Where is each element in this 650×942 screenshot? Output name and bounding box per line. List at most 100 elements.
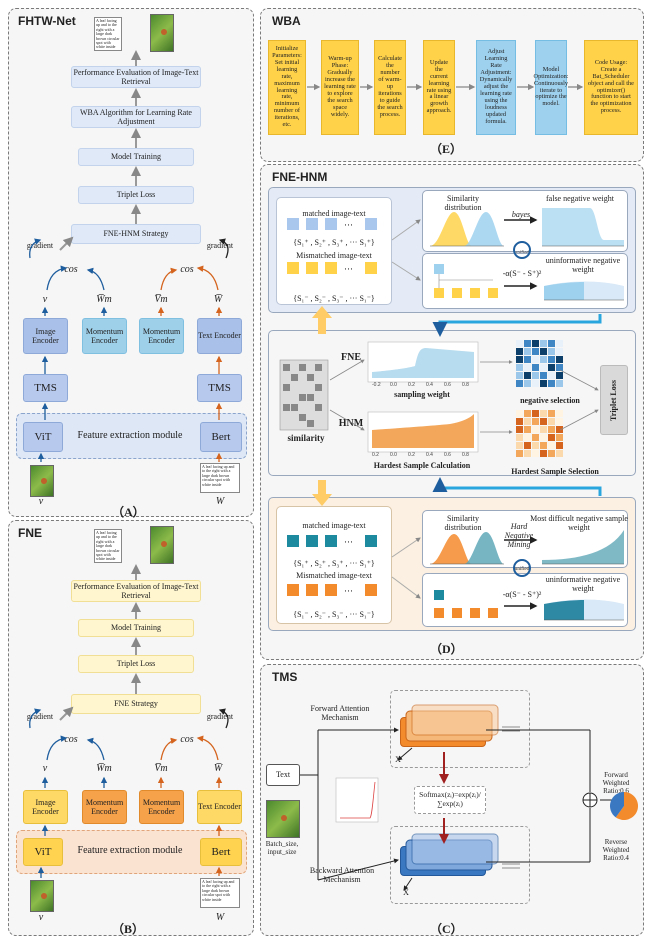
panel-a-tms-right: TMS	[197, 374, 242, 402]
panel-a-cos-left: cos	[64, 264, 78, 275]
wba-step-4: Update the current learning rate using a…	[423, 40, 455, 135]
bot-s-row-neg: {S₁⁻ , S₂⁻ , S₃⁻ , ··· S₁⁻}	[293, 610, 375, 619]
top-sigma: -α(S⁻ - S⁺)²	[502, 269, 542, 278]
panel-a-feature-label: Feature extraction module	[77, 430, 183, 441]
panel-b-step-triplet: Triplet Loss	[78, 655, 194, 673]
mid-sampling-weight: sampling weight	[394, 390, 450, 399]
tms-forward-area	[390, 690, 530, 768]
panel-b-gradient-left: gradient	[26, 712, 54, 721]
wba-step-3: Calculate the number of warm-up iteratio…	[374, 40, 406, 135]
top-bayes: bayes	[511, 210, 531, 219]
panel-a-tms-left: TMS	[23, 374, 68, 402]
panel-b-bert: Bert	[200, 838, 242, 866]
panel-b-vit: ViT	[23, 838, 63, 866]
panel-a-title: FHTW-Net	[18, 14, 76, 28]
panel-a-gradient-right: gradient	[206, 241, 234, 250]
tms-x-top: X	[395, 755, 401, 764]
panel-b-input-image	[30, 880, 54, 912]
wba-step-6: Model Optimization: Continuously iterate…	[534, 40, 569, 135]
panel-b-cos-right: cos	[180, 734, 194, 745]
panel-b-image-encoder: Image Encoder	[23, 790, 68, 824]
tms-forward-weights: forward_attention _weights	[400, 717, 486, 747]
panel-b-momentum-encoder-2: Momentum Encoder	[139, 790, 184, 824]
panel-a-input-w: W	[215, 496, 225, 507]
panel-a-vm: V̅m	[154, 294, 168, 305]
panel-b-w: W̅	[213, 763, 223, 774]
panel-a-step-eval: Performance Evaluation of Image-Text Ret…	[71, 66, 201, 88]
bot-sigma: -α(S⁻ - S⁺)²	[502, 590, 542, 599]
tms-backward-weights: forward_attention _weights	[400, 846, 486, 876]
bot-uninformative-label: uninformative negative weight	[545, 575, 621, 593]
panel-b-vm: V̅m	[154, 763, 168, 774]
tms-x-bottom: X	[403, 888, 409, 897]
tms-softmax: Softmax(zᵢ)=exp(zᵢ)/∑exp(zᵢ)	[414, 786, 486, 814]
top-s-row-neg: {S₁⁻ , S₂⁻ , S₃⁻ , ··· S₁⁻}	[293, 294, 375, 303]
panel-a-momentum-encoder-2: Momentum Encoder	[139, 318, 184, 354]
wba-step-1: Initialize Parameters: Set initial learn…	[268, 40, 306, 135]
mid-hardest-selection: Hardest Sample Selection	[511, 467, 599, 476]
panel-b-wm: W̅m	[96, 763, 112, 774]
bot-similarity-label: Similarity distribution	[444, 514, 482, 532]
tms-reverse-ratio: Reverse Weighted Ratio:0.4	[602, 838, 630, 862]
panel-a-input-v: v	[38, 496, 44, 507]
top-matched-label: matched image-text	[302, 209, 366, 218]
bot-hard-negative-mining: Hard Negative Mining	[504, 522, 534, 549]
panel-a-gradient-left: gradient	[26, 241, 54, 250]
panel-b-input-w: W	[215, 912, 225, 923]
panel-a-step-wba: WBA Algorithm for Learning Rate Adjustme…	[71, 106, 201, 128]
panel-b-v: v	[42, 763, 48, 774]
panel-a-label: （A）	[112, 505, 145, 519]
top-uninformative-label: uninformative negative weight	[545, 256, 621, 274]
tms-text-box: Text	[266, 764, 300, 786]
panel-a-v: v	[42, 294, 48, 305]
tms-forward-ratio: Forward Weighted Ratio:0.6	[602, 771, 630, 795]
panel-e-title: WBA	[272, 14, 301, 28]
panel-b-gradient-right: gradient	[206, 712, 234, 721]
mid-hnm-label: HNM	[338, 418, 364, 429]
panel-a-momentum-encoder-1: Momentum Encoder	[82, 318, 127, 354]
panel-a-step-triplet: Triplet Loss	[78, 186, 194, 204]
panel-a-input-image	[30, 465, 54, 497]
top-s-row: {S₁⁺ , S₂⁺ , S₃⁺ , ··· S₁⁺}	[293, 238, 375, 247]
mid-fne-label: FNE	[341, 352, 361, 363]
panel-a-vit: ViT	[23, 422, 63, 452]
wba-step-2: Warm-up Phase: Gradually increase the le…	[321, 40, 359, 135]
top-mismatched-label: Mismatched image-text	[296, 251, 372, 260]
tms-batch-label: Batch_size, input_size	[265, 840, 299, 856]
panel-b-momentum-encoder-1: Momentum Encoder	[82, 790, 127, 824]
panel-a-cos-right: cos	[180, 264, 194, 275]
panel-d-title: FNE-HNM	[272, 170, 328, 184]
panel-b-title: FNE	[18, 526, 42, 540]
panel-a-step-training: Model Training	[78, 148, 194, 166]
bot-matched-box	[276, 506, 392, 624]
panel-b-input-v: v	[38, 912, 44, 923]
panel-b-input-caption: A leaf facing up and to the right with a…	[200, 878, 240, 908]
panel-a-image-encoder: Image Encoder	[23, 318, 68, 354]
panel-a-input-caption: A leaf facing up and to the right with a…	[200, 463, 240, 493]
wba-step-5: Adjust Learning Rate Adjustment: Dynamic…	[476, 40, 516, 135]
tms-batch-image	[266, 800, 300, 838]
mid-hardest-calc: Hardest Sample Calculation	[373, 461, 471, 470]
panel-e-label: （E）	[430, 142, 463, 156]
top-false-negative-label: false negative weight	[546, 194, 614, 203]
panel-c-label: （C）	[430, 922, 463, 936]
wba-step-7: Code Usage: Create a Bat_Scheduler objec…	[584, 40, 638, 135]
panel-a-step-fnehnm: FNE-HNM Strategy	[71, 224, 201, 244]
panel-a-w: W̅	[213, 294, 223, 305]
panel-a-text-encoder: Text Encoder	[197, 318, 242, 354]
bot-s-row: {S₁⁺ , S₂⁺ , S₃⁺ , ··· S₁⁺}	[293, 559, 375, 568]
top-similarity-label: Similarity distribution	[444, 194, 482, 212]
panel-b-step-training: Model Training	[78, 619, 194, 637]
mid-triplet-loss: Triplet Loss	[600, 365, 628, 435]
panel-d-label: （D）	[430, 642, 463, 656]
bot-mismatched-label: Mismatched image-text	[296, 571, 372, 580]
panel-a-caption-thumb: A leaf facing up and to the right with a…	[94, 17, 122, 51]
mid-negative-selection: negative selection	[520, 396, 580, 405]
bot-most-difficult-label: Most difficult negative sample weight	[530, 514, 628, 532]
panel-b-step-eval: Performance Evaluation of Image-Text Ret…	[71, 580, 201, 602]
panel-a-bert: Bert	[200, 422, 242, 452]
panel-b-label: （B）	[112, 922, 145, 936]
panel-a-wm: W̅m	[96, 294, 112, 305]
panel-b-cos-left: cos	[64, 734, 78, 745]
mid-similarity-label: similarity	[287, 433, 325, 443]
